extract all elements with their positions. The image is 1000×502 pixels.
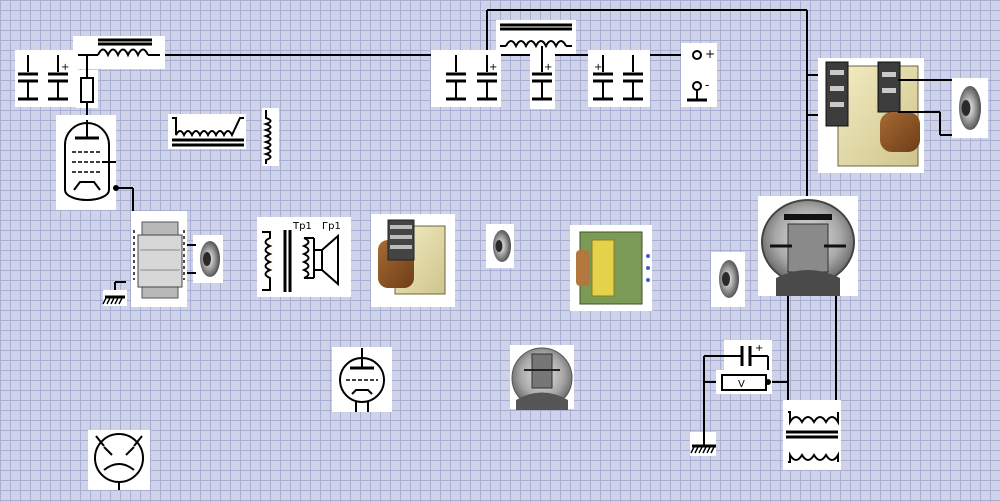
cap-right-plus-sign: + — [594, 62, 602, 73]
terminal-plus-label: + — [705, 47, 715, 61]
speaker-left-icon — [187, 235, 223, 283]
filter-capacitors-left: + — [15, 50, 78, 107]
cap-mid-plus-sign: + — [489, 62, 497, 73]
terminal-minus-label: - — [705, 78, 709, 92]
inductor-vertical — [262, 108, 279, 166]
speaker-mid-icon — [711, 252, 745, 307]
cathode-network-wire — [703, 356, 722, 440]
bypass-cap-plus-sign: + — [755, 343, 763, 354]
indicator-tube-symbol — [88, 430, 150, 490]
green-transformer-photo — [570, 225, 652, 311]
power-terminals: + - — [681, 43, 717, 107]
pentode-output-wire — [113, 185, 134, 214]
triode-tube-symbol — [332, 347, 392, 412]
filter-capacitors-mid: + — [431, 50, 501, 107]
cap-single-plus-sign: + — [544, 62, 552, 73]
filter-capacitor-single: + — [530, 46, 555, 109]
filter-choke-left — [73, 36, 165, 69]
power-transformer-photo — [371, 214, 455, 307]
tube-photo-small — [510, 345, 574, 410]
output-transformer-photo — [131, 211, 187, 307]
cap-plus-sign: + — [61, 62, 69, 73]
filter-choke-right — [496, 20, 576, 54]
tr1-label: Тр1 — [292, 221, 312, 232]
speaker-right-icon — [952, 78, 988, 138]
ground-symbol-left — [102, 281, 127, 306]
speaker-small-icon — [486, 224, 514, 268]
inductor-horizontal — [168, 114, 246, 149]
speaker-gr1-label: Гр1 — [322, 221, 341, 232]
resistor-vertical — [76, 55, 98, 120]
output-tube-photo — [758, 196, 858, 296]
bypass-capacitor: + — [704, 340, 772, 382]
output-transformer-right-photo — [818, 58, 924, 173]
speaker-output-wires — [898, 79, 958, 136]
filter-capacitors-right: + — [588, 50, 650, 107]
top-loop-wire — [486, 9, 828, 198]
transformer-speaker-symbol: Тр1 Гр1 — [257, 217, 351, 297]
filament-transformer — [783, 400, 841, 470]
ground-symbol-right — [690, 432, 716, 456]
output-tube-leads — [768, 290, 837, 412]
pentode-tube — [56, 115, 116, 210]
voltmeter-label: V — [738, 379, 745, 390]
cathode-resistor-voltmeter: V — [716, 370, 772, 394]
